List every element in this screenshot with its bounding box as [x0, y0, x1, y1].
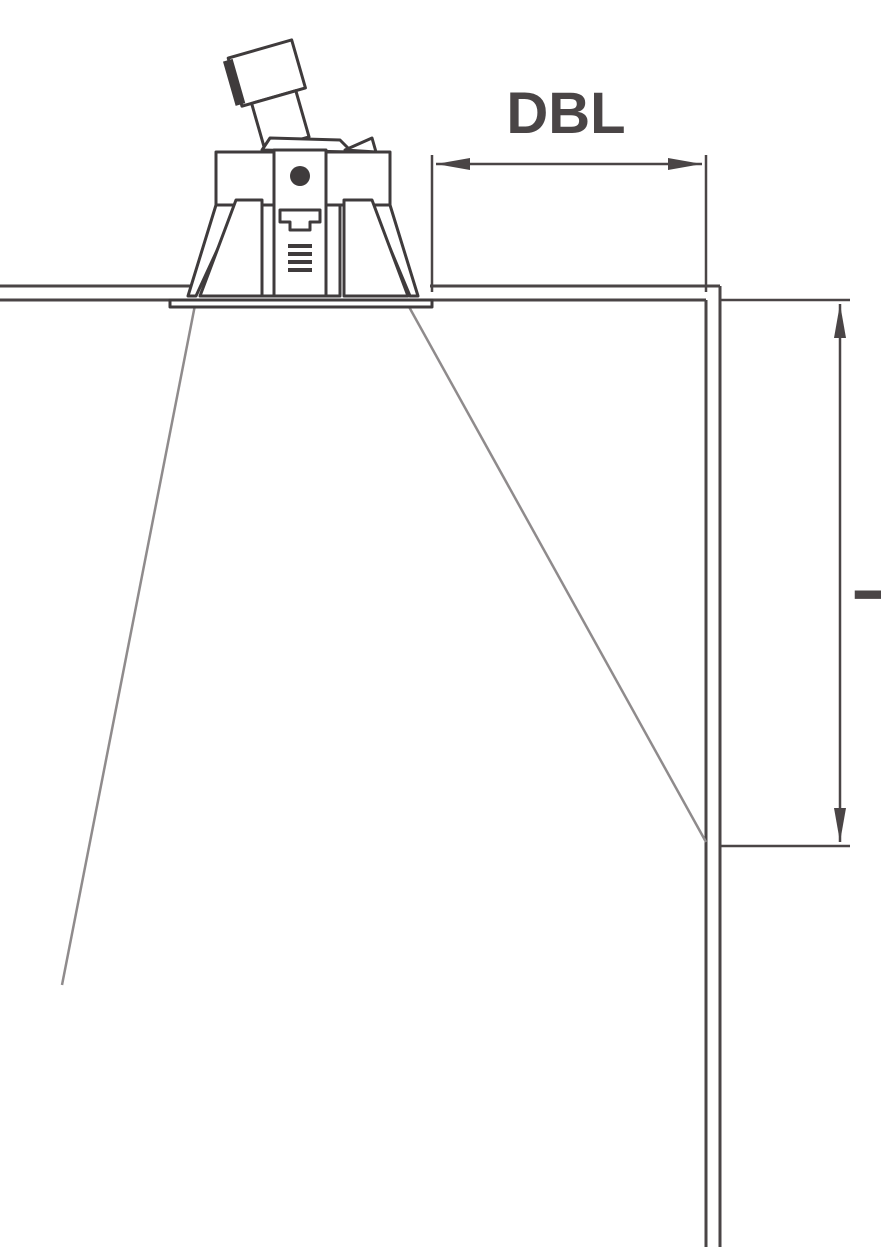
wall [704, 286, 722, 1247]
dbl-dimension: DBL [430, 81, 708, 292]
downlight-fixture-icon [168, 38, 434, 309]
ceiling [0, 284, 720, 302]
dbl-label: DBL [506, 81, 625, 146]
light-beam [60, 304, 708, 986]
vertical-dimension: L [720, 298, 881, 848]
side-label: L [843, 567, 881, 602]
